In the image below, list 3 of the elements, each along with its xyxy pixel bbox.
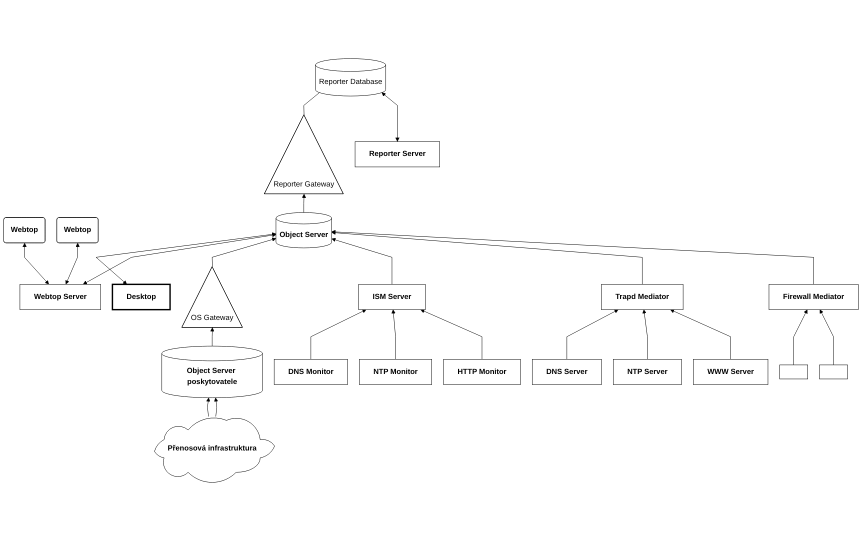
node-box xyxy=(819,364,848,380)
node-box xyxy=(779,364,808,380)
connector xyxy=(304,92,320,116)
